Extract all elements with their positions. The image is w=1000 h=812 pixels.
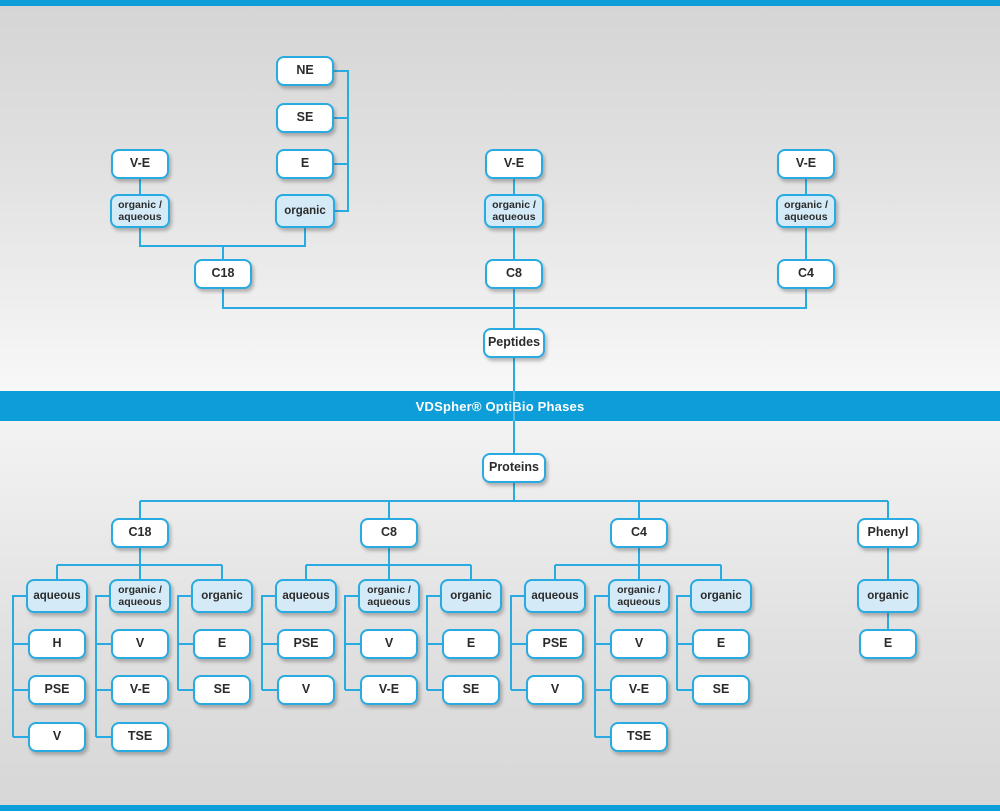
node-mode-organic-aqueous-c18: organic / aqueous [109,579,171,613]
node-leaf-pse-c4: PSE [526,629,584,659]
node-leaf-e-org-c8: E [442,629,500,659]
node-ve-top-c8: V-E [485,149,543,179]
node-column-c8-proteins: C8 [360,518,418,548]
node-leaf-e-org-c4: E [692,629,750,659]
node-mode-organic-aqueous-top-c8: organic / aqueous [484,194,544,228]
node-leaf-ve-oa-c18: V-E [111,675,169,705]
node-leaf-ve-oa-c8: V-E [360,675,418,705]
node-ve-top-c4: V-E [777,149,835,179]
node-leaf-v-oa-c18: V [111,629,169,659]
node-ne: NE [276,56,334,86]
banner-title: VDSpher® OptiBio Phases [415,398,585,414]
node-leaf-se-org-c4: SE [692,675,750,705]
node-peptides-root: Peptides [483,328,545,358]
node-leaf-tse-c18: TSE [111,722,169,752]
bottom-brand-bar [0,805,1000,811]
node-leaf-pse-c18: PSE [28,675,86,705]
node-mode-organic-aqueous-c8: organic / aqueous [358,579,420,613]
node-mode-organic-aqueous-c4: organic / aqueous [608,579,670,613]
node-leaf-v-oa-c4: V [610,629,668,659]
node-column-c4-peptides: C4 [777,259,835,289]
node-mode-organic-c8: organic [440,579,502,613]
node-mode-organic-aqueous-top-c18: organic / aqueous [110,194,170,228]
node-mode-aqueous-c8: aqueous [275,579,337,613]
node-mode-aqueous-c4: aqueous [524,579,586,613]
node-mode-aqueous-c18: aqueous [26,579,88,613]
node-mode-organic-phenyl: organic [857,579,919,613]
node-ve-top-c18: V-E [111,149,169,179]
node-leaf-e-phenyl: E [859,629,917,659]
node-leaf-pse-c8: PSE [277,629,335,659]
node-column-c4-proteins: C4 [610,518,668,548]
node-leaf-tse-c4: TSE [610,722,668,752]
node-mode-organic-c18: organic [191,579,253,613]
node-leaf-v-oa-c8: V [360,629,418,659]
node-column-c8-peptides: C8 [485,259,543,289]
node-column-c18-proteins: C18 [111,518,169,548]
node-e-top: E [276,149,334,179]
top-brand-bar [0,0,1000,6]
node-proteins-root: Proteins [482,453,546,483]
node-se-top: SE [276,103,334,133]
node-mode-organic-aqueous-top-c4: organic / aqueous [776,194,836,228]
node-leaf-v-aq-c4: V [526,675,584,705]
node-leaf-v-aq-c18: V [28,722,86,752]
node-column-phenyl-proteins: Phenyl [857,518,919,548]
node-mode-organic-c4: organic [690,579,752,613]
node-mode-organic-top-c18: organic [275,194,335,228]
node-leaf-h-c18: H [28,629,86,659]
node-leaf-se-org-c18: SE [193,675,251,705]
connector-through-banner [513,391,515,421]
node-column-c18-peptides: C18 [194,259,252,289]
node-leaf-v-aq-c8: V [277,675,335,705]
node-leaf-e-org-c18: E [193,629,251,659]
banner: VDSpher® OptiBio Phases [0,391,1000,421]
node-leaf-ve-oa-c4: V-E [610,675,668,705]
node-leaf-se-org-c8: SE [442,675,500,705]
